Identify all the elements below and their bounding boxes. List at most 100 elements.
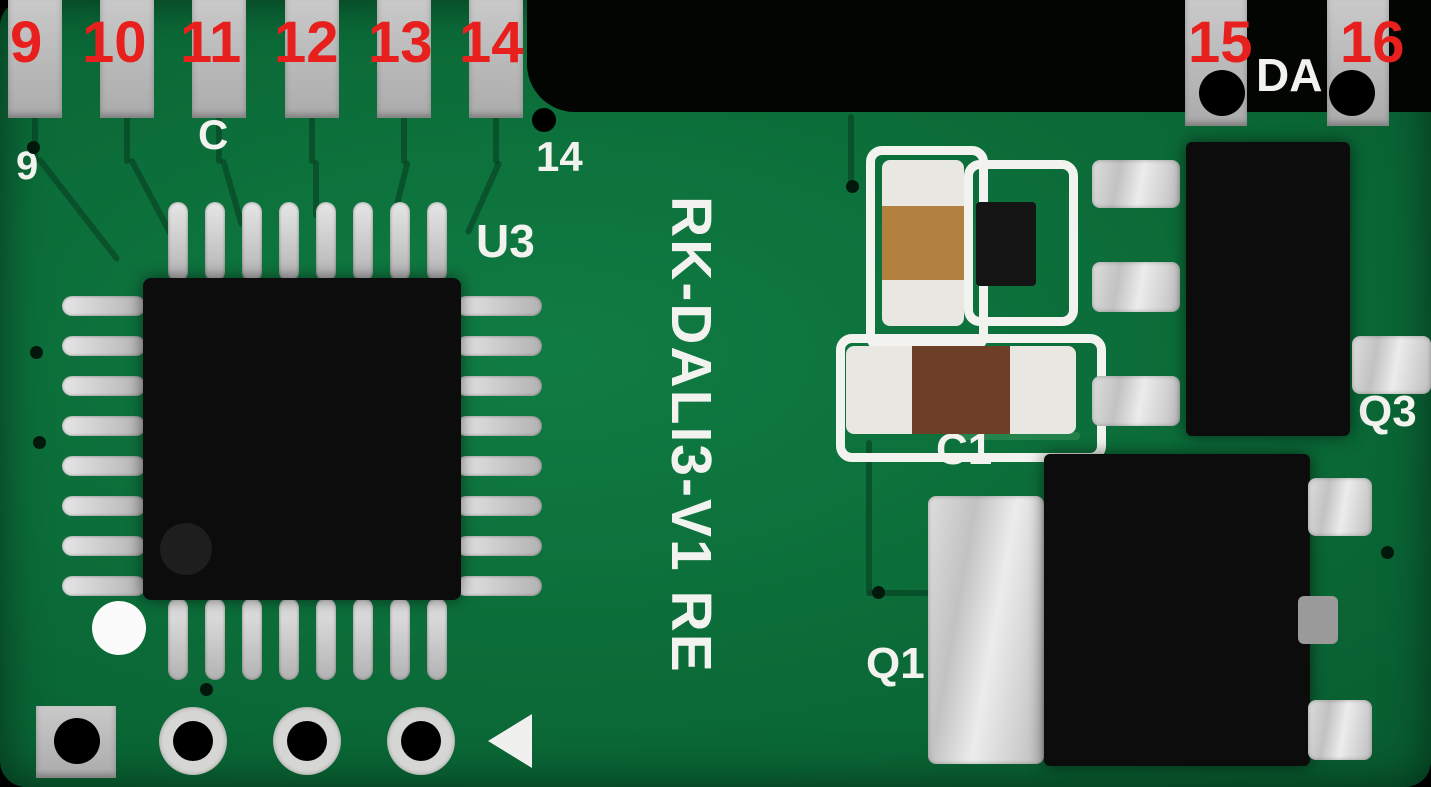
board-id-text: RK-DALI3-V1 RE <box>659 196 723 674</box>
through-hole-pad <box>159 707 227 775</box>
copper-trace <box>960 432 1080 440</box>
via-hole <box>200 683 213 696</box>
mounting-hole <box>173 721 213 761</box>
smd-resistor <box>1092 160 1180 208</box>
pad-label-10: 10 <box>82 10 147 75</box>
pad-label-15: 15 <box>1188 10 1253 75</box>
capacitor-terminal <box>882 280 964 326</box>
capacitor-terminal <box>882 160 964 206</box>
transistor-q1-lead <box>1308 700 1372 760</box>
mounting-hole <box>401 721 441 761</box>
silkscreen-q1-label: Q1 <box>866 639 925 688</box>
ic-pin1-dimple <box>160 523 212 575</box>
ic-pin <box>316 202 336 282</box>
ic-pin <box>279 598 299 680</box>
smd-component-black <box>976 202 1036 286</box>
copper-trace <box>124 116 130 164</box>
ic-pin <box>353 202 373 282</box>
pad-15-hole <box>1199 70 1245 116</box>
ic-pin <box>62 376 146 396</box>
edge-pad-12 <box>285 0 339 118</box>
ic-pin <box>242 598 262 680</box>
ic-pin <box>168 202 188 282</box>
silkscreen-c-label: C <box>198 111 229 158</box>
ic-pin <box>62 496 146 516</box>
capacitor-c2 <box>882 160 964 326</box>
ic-pin <box>242 202 262 282</box>
pad-label-16: 16 <box>1340 10 1405 75</box>
copper-trace <box>868 590 938 596</box>
capacitor-terminal <box>846 346 912 434</box>
copper-trace <box>32 116 38 164</box>
via-hole <box>1381 546 1394 559</box>
mounting-hole <box>54 718 100 764</box>
silkscreen-arrow-icon <box>488 714 532 768</box>
transistor-q1 <box>1044 454 1310 766</box>
mounting-hole <box>287 721 327 761</box>
copper-trace <box>401 116 407 164</box>
ic-pin <box>205 202 225 282</box>
ic-pin <box>456 456 542 476</box>
edge-pad-13 <box>377 0 431 118</box>
ic-pin <box>205 598 225 680</box>
transistor-q3-tab <box>1352 336 1431 394</box>
capacitor-c1 <box>846 346 1076 434</box>
silkscreen-pin1-dot <box>92 601 146 655</box>
via-hole <box>872 586 885 599</box>
via-hole <box>27 141 40 154</box>
capacitor-terminal <box>1010 346 1076 434</box>
copper-trace <box>309 116 315 164</box>
transistor-q3 <box>1186 142 1350 436</box>
copper-trace <box>313 160 319 218</box>
pad-label-9: 9 <box>10 10 43 75</box>
capacitor-body <box>912 346 1010 434</box>
capacitor-body <box>882 206 964 280</box>
silkscreen-u3-label: U3 <box>476 215 535 267</box>
edge-pad-9 <box>8 0 62 118</box>
edge-hole <box>532 108 556 132</box>
ic-pin <box>456 536 542 556</box>
copper-trace <box>493 116 499 164</box>
ic-pin <box>427 598 447 680</box>
silkscreen-q3-label: Q3 <box>1358 387 1417 436</box>
silkscreen-outline <box>964 160 1078 326</box>
edge-pad-11 <box>192 0 246 118</box>
pad-label-11: 11 <box>180 10 242 75</box>
transistor-q1-tab <box>928 496 1044 764</box>
ic-pin <box>390 202 410 282</box>
ic-pin <box>456 336 542 356</box>
smd-resistor <box>1092 376 1180 426</box>
ic-pin <box>456 296 542 316</box>
ic-pin <box>456 376 542 396</box>
ic-pin <box>62 576 146 596</box>
smd-resistor <box>1092 262 1180 312</box>
pad-16-hole <box>1329 70 1375 116</box>
silkscreen-c1-label: C1 <box>936 425 993 474</box>
silkscreen-da-label: DA <box>1256 49 1323 101</box>
via-hole <box>30 346 43 359</box>
pad-label-14: 14 <box>459 10 524 75</box>
pad-label-13: 13 <box>368 10 433 75</box>
copper-trace <box>848 114 854 186</box>
ic-pin <box>279 202 299 282</box>
ic-pin <box>168 598 188 680</box>
ic-pin <box>62 536 146 556</box>
ic-pin <box>62 456 146 476</box>
ic-pin <box>353 598 373 680</box>
ic-pin <box>390 598 410 680</box>
ic-pin <box>62 416 146 436</box>
ic-pin <box>427 202 447 282</box>
ic-pin <box>456 416 542 436</box>
pad-label-12: 12 <box>274 10 339 75</box>
ic-pin <box>456 496 542 516</box>
copper-trace <box>216 116 222 164</box>
ic-pin <box>316 598 336 680</box>
silkscreen-pin14-label: 14 <box>536 133 583 180</box>
ic-pin <box>456 576 542 596</box>
ic-pin <box>62 336 146 356</box>
edge-pad-14 <box>469 0 523 118</box>
through-hole-pad <box>273 707 341 775</box>
via-hole <box>846 180 859 193</box>
via-hole <box>33 436 46 449</box>
